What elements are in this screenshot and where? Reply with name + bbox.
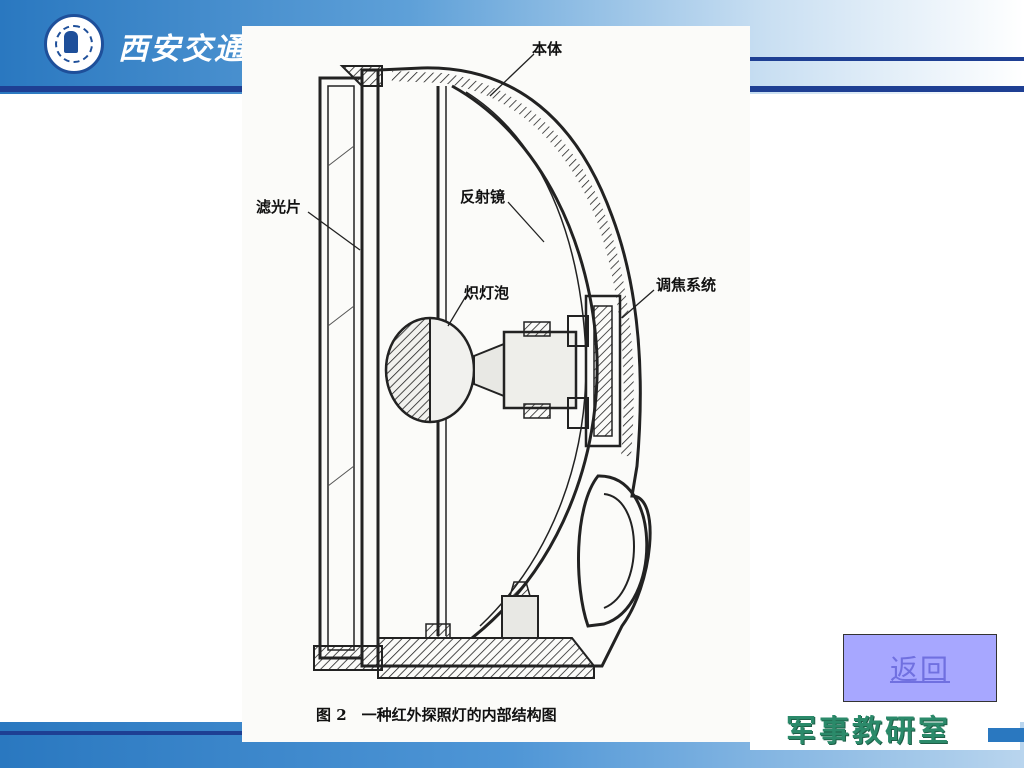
university-name: 西安交通大学: [118, 32, 242, 64]
footer-label-area: [750, 716, 1020, 750]
figure-caption: 图 2 一种红外探照灯的内部结构图: [316, 706, 557, 724]
header-accent-line: [750, 57, 1024, 61]
return-button[interactable]: 返回: [843, 634, 997, 702]
return-link[interactable]: 返回: [889, 653, 950, 686]
department-label: 军事教研室: [786, 714, 951, 749]
logo-ring: [55, 25, 93, 63]
university-logo-icon: [44, 14, 104, 74]
label-reflector: 反射镜: [460, 188, 506, 206]
diagram-drawing: [307, 53, 655, 679]
logo-emblem: [64, 31, 78, 53]
label-body: 本体: [532, 40, 563, 58]
label-filter: 滤光片: [256, 198, 302, 216]
label-focus-system: 调焦系统: [656, 276, 717, 294]
label-bulb: 炽灯泡: [464, 284, 510, 302]
searchlight-diagram: 本体 滤光片 反射镜 炽灯泡 调焦系统 图 2 一种红外探照灯的内部结构图: [242, 26, 750, 742]
footer-corner-accent: [988, 728, 1024, 742]
